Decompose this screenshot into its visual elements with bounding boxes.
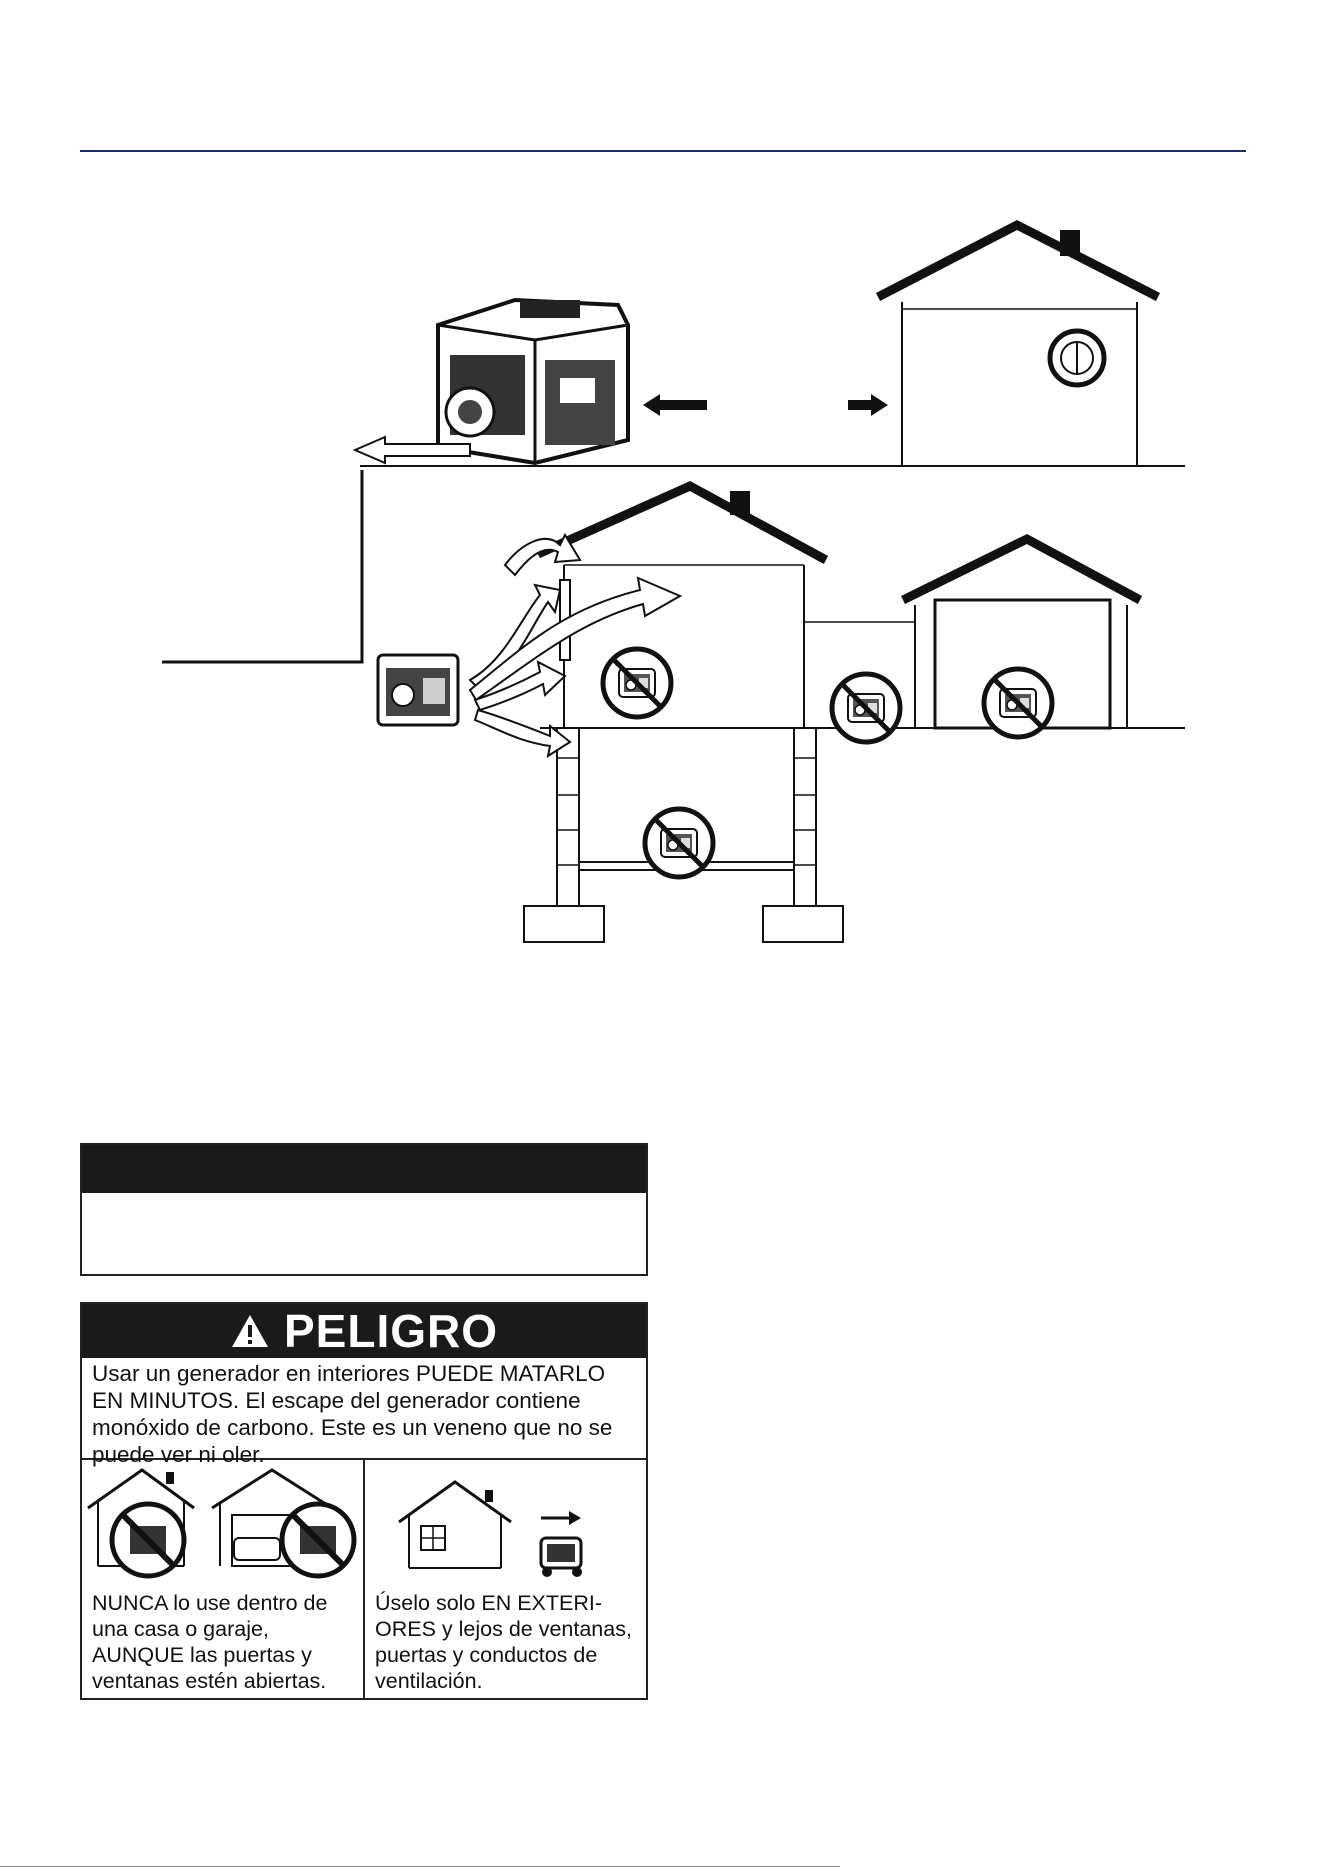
leader-line xyxy=(162,470,364,664)
prohibited-breezeway-icon xyxy=(832,674,900,742)
notice-box xyxy=(80,1143,648,1276)
prohibited-indoor-icon xyxy=(603,649,671,717)
outdoors-only-pictogram xyxy=(398,1480,583,1577)
airflow-arrows xyxy=(643,394,888,416)
outdoors-only-text: Úselo solo EN EXTERI- ORES y lejos de ve… xyxy=(375,1591,632,1693)
generator-outside xyxy=(376,653,460,727)
main-house xyxy=(523,480,1185,943)
warning-triangle-icon xyxy=(231,1315,268,1347)
generator-top xyxy=(436,297,630,466)
danger-label: PELIGRO Usar un generador en interiores … xyxy=(80,1302,648,1700)
danger-text: Usar un generador en interiores PUEDE MA… xyxy=(82,1358,646,1467)
header-rule xyxy=(80,150,1246,152)
notice-box-header xyxy=(82,1145,646,1193)
exhaust-curves xyxy=(468,532,683,759)
footer-rule xyxy=(0,1866,840,1867)
exhaust-arrow xyxy=(352,435,471,465)
generator-placement-illustration xyxy=(162,219,1185,943)
outdoors-only-panel: Úselo solo EN EXTERI- ORES y lejos de ve… xyxy=(365,1460,646,1698)
never-indoors-text: NUNCA lo use dentro de una casa o garaje… xyxy=(92,1591,328,1693)
garage xyxy=(901,533,1143,730)
prohibited-garage-icon xyxy=(984,669,1052,737)
never-indoors-panel: NUNCA lo use dentro de una casa o garaje… xyxy=(82,1460,365,1698)
never-indoors-pictogram xyxy=(87,1468,357,1579)
top-house xyxy=(875,219,1161,466)
danger-header: PELIGRO xyxy=(82,1304,646,1358)
danger-title: PELIGRO xyxy=(283,1305,499,1357)
prohibited-basement-icon xyxy=(645,809,713,877)
